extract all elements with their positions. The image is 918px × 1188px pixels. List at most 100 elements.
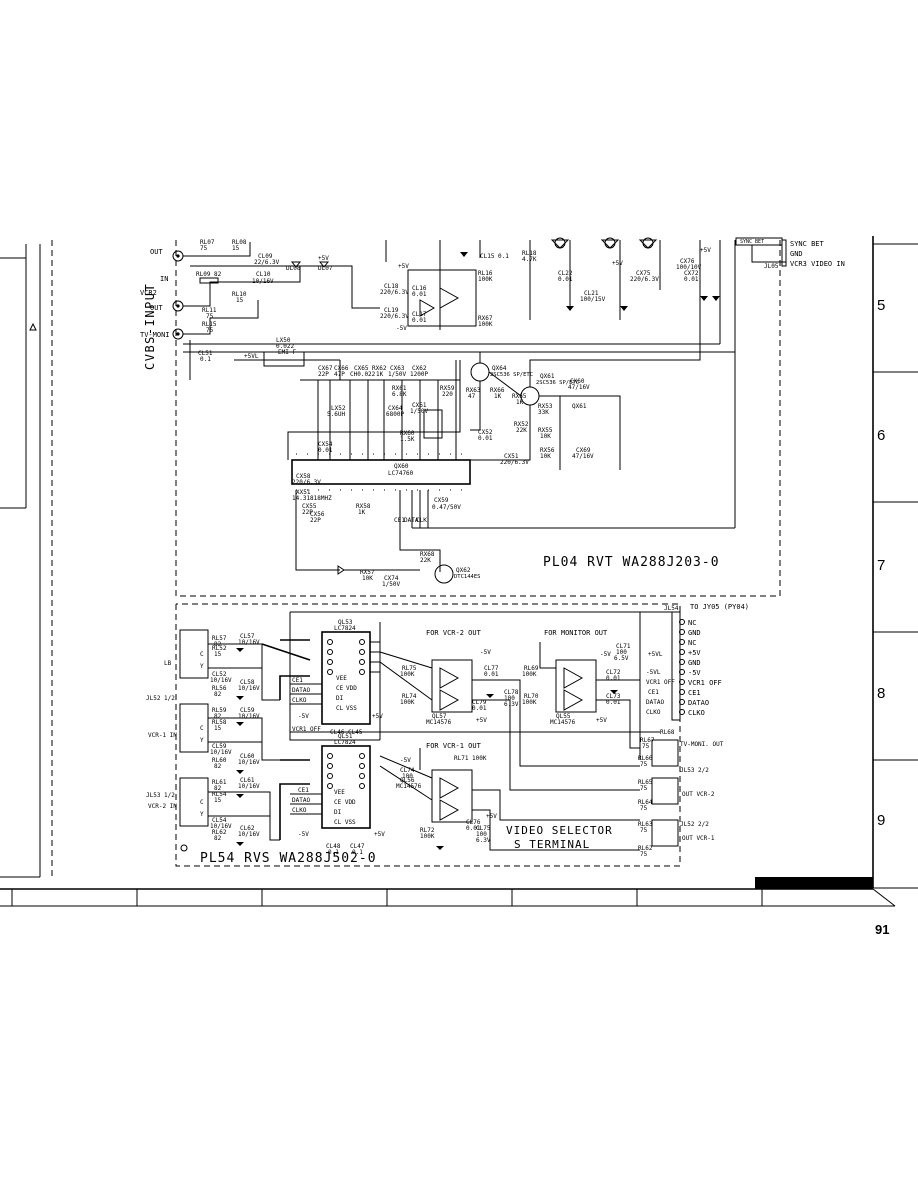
svg-text:CLKO: CLKO xyxy=(292,807,307,814)
row-label: 9 xyxy=(877,812,885,829)
connector-label: VCR3 VIDEO IN xyxy=(790,260,845,268)
svg-text:RL67: RL67 xyxy=(640,737,655,744)
svg-text:RL10: RL10 xyxy=(232,291,247,298)
svg-text:RL60: RL60 xyxy=(212,757,227,764)
svg-text:15: 15 xyxy=(236,297,244,304)
bus-label: +5V xyxy=(372,713,383,720)
svg-text:Y: Y xyxy=(200,737,204,744)
svg-text:1/50V: 1/50V xyxy=(388,371,406,378)
svg-text:CL59: CL59 xyxy=(212,743,227,750)
svg-text:CX72: CX72 xyxy=(684,270,699,277)
svg-text:CX52: CX52 xyxy=(478,429,493,436)
svg-text:15: 15 xyxy=(232,245,240,252)
svg-text:SYNC BET: SYNC BET xyxy=(740,239,764,245)
svg-text:RL62: RL62 xyxy=(212,829,227,836)
svg-text:6.5V: 6.5V xyxy=(614,655,629,662)
transistor-part: 2SC536 SP/ETC xyxy=(536,380,579,386)
connector-jl54: JL54 TO JY05 (PY04) NC GND NC +5V GND -5… xyxy=(640,603,749,721)
right-top-components: CL22 0.01 CL21 100/15V CX75 220/6.3V CX7… xyxy=(460,237,720,311)
ic-qx60: QX60 LC74760 xyxy=(291,453,471,491)
svg-text:+5V: +5V xyxy=(374,831,385,838)
svg-text:100K: 100K xyxy=(522,671,537,678)
svg-text:RL66: RL66 xyxy=(638,755,653,762)
svg-text:C: C xyxy=(200,799,204,806)
svg-text:+5V: +5V xyxy=(398,263,409,270)
right-jack-label: TV-MONI. OUT xyxy=(680,741,724,748)
svg-text:CL75: CL75 xyxy=(476,825,491,832)
svg-text:10/16V: 10/16V xyxy=(210,677,232,684)
svg-text:10K: 10K xyxy=(362,575,373,582)
svg-text:100K: 100K xyxy=(420,833,435,840)
ic-part: LC7824 xyxy=(334,625,356,632)
svg-text:CX55: CX55 xyxy=(302,503,317,510)
svg-text:RX60: RX60 xyxy=(400,430,415,437)
svg-text:22P: 22P xyxy=(318,371,329,378)
svg-text:DATA: DATA xyxy=(404,517,419,524)
svg-text:+5V: +5V xyxy=(700,247,711,254)
ic-pin: VSS xyxy=(346,705,357,712)
svg-text:RL68: RL68 xyxy=(660,729,675,736)
crystal-value: 14.31818MHZ xyxy=(292,495,332,502)
svg-text:100K: 100K xyxy=(478,276,493,283)
bus-label: CE1 xyxy=(292,677,303,684)
svg-text:RX68: RX68 xyxy=(420,551,435,558)
svg-text:82: 82 xyxy=(214,713,222,720)
transistor-part: 2SC536 SP/ETC xyxy=(490,372,533,378)
left-partial-board xyxy=(0,240,53,878)
svg-text:CL46 CL45: CL46 CL45 xyxy=(330,729,363,736)
svg-text:47/16V: 47/16V xyxy=(572,453,594,460)
ic-ref: QL57 xyxy=(432,713,447,720)
svg-text:0.01: 0.01 xyxy=(472,705,487,712)
svg-text:RL16: RL16 xyxy=(478,270,493,277)
connector-label: SYNC BET xyxy=(790,240,825,248)
svg-text:75: 75 xyxy=(640,785,648,792)
svg-text:RX59: RX59 xyxy=(440,385,455,392)
ic-part: LC74760 xyxy=(388,470,414,477)
svg-text:RL75: RL75 xyxy=(402,665,417,672)
ic-pin: VDD xyxy=(346,685,357,692)
svg-text:75: 75 xyxy=(200,245,208,252)
svg-text:RX63: RX63 xyxy=(466,387,481,394)
svg-text:0.01: 0.01 xyxy=(412,291,427,298)
svg-text:100/15V: 100/15V xyxy=(580,296,606,303)
svg-text:0.1: 0.1 xyxy=(328,849,339,856)
svg-text:DATAO: DATAO xyxy=(292,797,310,804)
connector-pin: DATAO xyxy=(688,699,709,707)
svg-text:CL71: CL71 xyxy=(616,643,631,650)
emi-filter: LX50 0.022 EMI-F +5VL xyxy=(234,337,341,380)
svg-text:C: C xyxy=(200,725,204,732)
ic-part: MC14576 xyxy=(550,719,576,726)
svg-text:10/16V: 10/16V xyxy=(210,823,232,830)
svg-text:DATAO: DATAO xyxy=(646,699,664,706)
svg-text:-5V: -5V xyxy=(600,651,611,658)
svg-text:CL54: CL54 xyxy=(212,817,227,824)
svg-text:0.01: 0.01 xyxy=(606,699,621,706)
svg-text:RL54: RL54 xyxy=(212,791,227,798)
svg-text:0.01: 0.01 xyxy=(318,447,333,454)
connector-ref: JL05 xyxy=(764,263,779,270)
svg-text:RL61: RL61 xyxy=(212,779,227,786)
svg-text:6800P: 6800P xyxy=(386,411,404,418)
block-label: FOR VCR-1 OUT xyxy=(426,742,482,750)
svg-text:RX67: RX67 xyxy=(478,315,493,322)
input-label: IN xyxy=(160,275,168,283)
svg-text:10/16V: 10/16V xyxy=(238,831,260,838)
svg-text:82: 82 xyxy=(214,691,222,698)
svg-text:CX76: CX76 xyxy=(680,258,695,265)
svg-text:-5V: -5V xyxy=(298,831,309,838)
svg-text:VCR1 OFF: VCR1 OFF xyxy=(646,679,675,686)
connector-pin: VCR1 OFF xyxy=(688,679,722,687)
svg-text:22K: 22K xyxy=(420,557,431,564)
svg-text:CL78: CL78 xyxy=(504,689,519,696)
input-label: VCR2 xyxy=(140,289,157,297)
svg-text:CL51: CL51 xyxy=(198,350,213,357)
svg-text:CL52: CL52 xyxy=(212,671,227,678)
svg-text:CE1: CE1 xyxy=(648,689,659,696)
svg-text:CL18: CL18 xyxy=(384,283,399,290)
svg-text:CL VSS: CL VSS xyxy=(334,819,356,826)
svg-text:47P: 47P xyxy=(334,371,345,378)
svg-text:CX56: CX56 xyxy=(310,511,325,518)
svg-text:RL74: RL74 xyxy=(402,693,417,700)
row-label: 7 xyxy=(877,557,885,574)
